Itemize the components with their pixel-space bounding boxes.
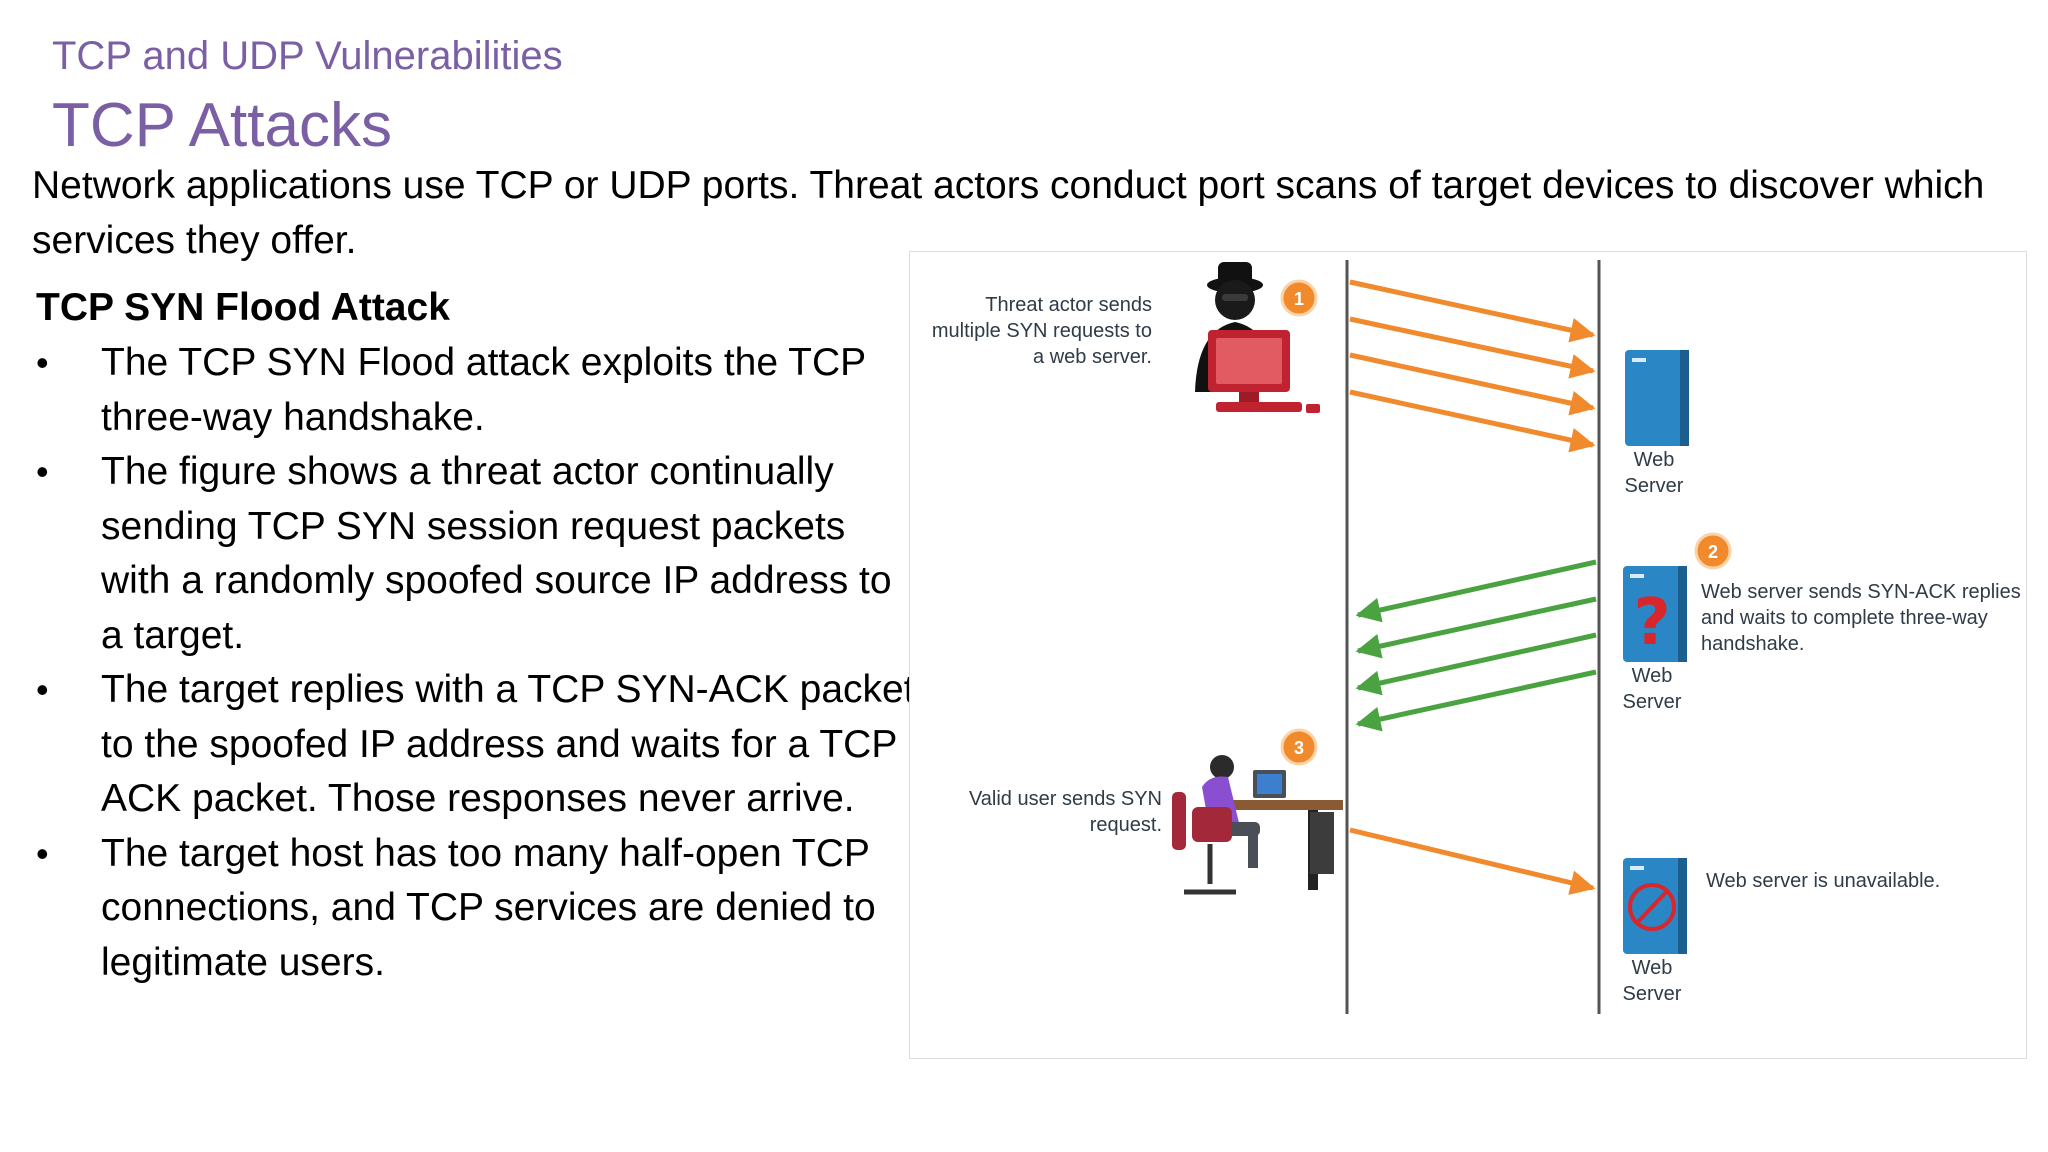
server-label: Web Server [1624,449,1684,497]
step-1-badge: 1 [1280,279,1318,317]
syn-arrow [1349,352,1596,416]
server-label: Web Server [1622,665,1682,713]
slide-title: TCP Attacks [52,91,392,160]
question-icon: ? [1633,586,1670,660]
server-label: Web Server [1622,957,1682,1005]
step-4-label: Web server is unavailable. [1706,870,1941,892]
figure-drawing: 1 2 3 ? [1172,260,1732,1014]
bullet-dot: • [36,832,49,874]
step-2-label: Web server sends SYN-ACK replies and wai… [1701,581,2021,655]
step-3-number: 3 [1294,738,1304,758]
step-3-label: Valid user sends SYN request. [968,788,1162,836]
hacker-icon [1195,262,1320,413]
slide-subtitle: TCP and UDP Vulnerabilities [52,34,563,78]
synack-arrow [1355,596,1597,659]
bullet-dot: • [36,669,49,710]
bullet-item: • The figure shows a threat actor continu… [36,445,916,663]
bullet-item: • The TCP SYN Flood attack exploits the T… [36,336,916,445]
no-entry-icon [1628,883,1676,931]
step-1-number: 1 [1294,289,1304,309]
syn-flood-arrows [1349,279,1596,453]
bullet-text: The target host has too many half-open T… [101,831,876,984]
step-2-badge: 2 [1694,532,1732,570]
intro-paragraph: Network applications use TCP or UDP port… [32,164,1985,262]
bullet-item: • The target host has too many half-open … [36,827,916,991]
user-at-desk-icon [1172,755,1343,895]
bullet-text: The target replies with a TCP SYN-ACK pa… [101,668,915,820]
bullet-text: The TCP SYN Flood attack exploits the TC… [101,341,866,439]
syn-arrow [1349,316,1596,379]
step-3-badge: 3 [1280,728,1318,766]
syn-arrow [1349,279,1596,343]
step-2-number: 2 [1708,542,1718,562]
bullet-list: • The TCP SYN Flood attack exploits the T… [36,336,916,990]
server-icon [1623,566,1687,662]
synack-arrows [1355,559,1597,732]
syn-flood-figure: 1 2 3 ? [909,251,2027,1059]
valid-syn-arrow [1349,827,1596,895]
bullet-dot: • [36,342,49,383]
bullet-item: • The target replies with a TCP SYN-ACK p… [36,663,916,827]
bullet-text: The figure shows a threat actor continua… [101,450,892,657]
step-1-label: Threat actor sends multiple SYN requests… [931,294,1152,368]
section-heading: TCP SYN Flood Attack [36,286,450,329]
server-icon [1625,350,1689,446]
syn-flood-section: TCP SYN Flood Attack • The TCP SYN Flood … [36,282,916,990]
synack-arrow [1355,632,1597,696]
syn-arrow [1349,389,1596,453]
synack-arrow [1355,559,1597,623]
bullet-dot: • [36,451,49,492]
synack-arrow [1355,669,1597,732]
